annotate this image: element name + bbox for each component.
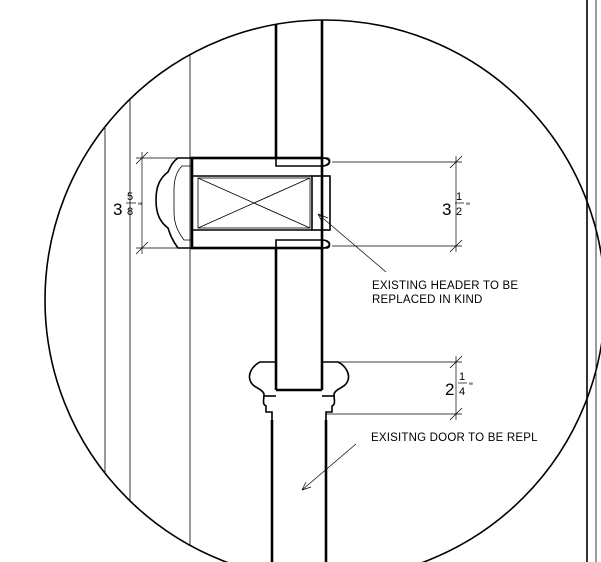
dimension-lower <box>326 355 463 421</box>
dim-lower-unit: " <box>469 381 473 393</box>
dim-right-whole: 3 <box>442 200 451 219</box>
door-note: EXISITNG DOOR TO BE REPL <box>371 432 538 444</box>
dim-left-unit: " <box>138 201 142 213</box>
dimension-label-right: 3 1 2 " <box>442 191 470 219</box>
dim-lower-numerator: 1 <box>459 371 465 383</box>
door-panel <box>270 420 328 562</box>
dim-left-whole: 3 <box>113 200 122 219</box>
door-jamb-upper <box>274 20 324 392</box>
dim-right-unit: " <box>466 201 470 213</box>
dim-left-numerator: 5 <box>127 191 133 203</box>
dim-left-denominator: 8 <box>127 206 133 218</box>
dimension-label-left: 3 5 8 " <box>113 191 142 219</box>
dimension-label-lower: 2 1 4 " <box>445 371 473 399</box>
dim-right-denominator: 2 <box>456 206 462 218</box>
header-note-line2: REPLACED IN KIND <box>372 294 483 306</box>
header-assembly <box>155 156 331 250</box>
leader-door <box>301 443 357 491</box>
sheet-border <box>586 0 597 562</box>
dimension-right <box>332 155 463 253</box>
detail-circle <box>44 19 601 562</box>
dim-right-numerator: 1 <box>456 191 462 203</box>
dim-lower-whole: 2 <box>445 380 454 399</box>
leader-header <box>317 213 387 273</box>
header-note-line1: EXISTING HEADER TO BE <box>372 280 518 292</box>
door-stop-moulding <box>248 361 350 420</box>
dimension-left <box>135 151 190 255</box>
dim-lower-denominator: 4 <box>459 386 465 398</box>
